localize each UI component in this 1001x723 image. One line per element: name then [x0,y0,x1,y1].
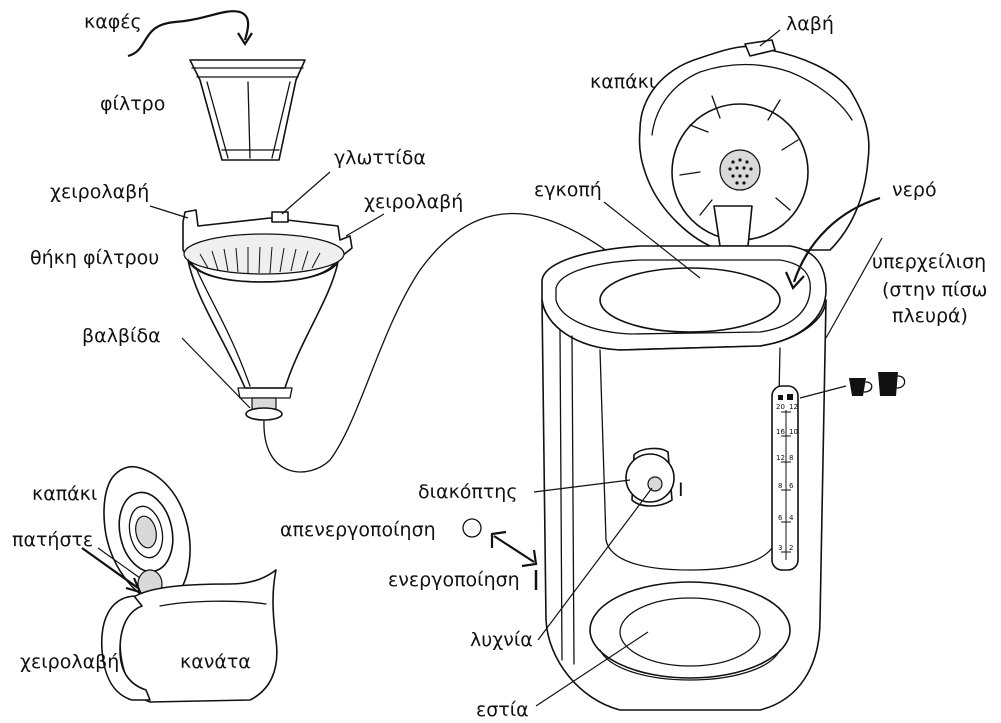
label-filter: φίλτρο [100,93,165,115]
label-coffee: καφές [84,11,142,33]
label-filter-handle-right: χειρολαβή [364,191,463,213]
press-arrow-head [125,577,142,594]
coffee-arrow-head [237,32,253,47]
scale-cups-left-4: 6 [778,514,783,522]
off-circle-icon [462,518,482,538]
label-off: απενεργοποίηση [280,519,436,541]
scale-cups-right-2: 8 [789,454,793,462]
scale-cups-left-5: 3 [778,544,782,552]
carafe-drawing [100,465,278,703]
callout-lines [97,29,883,707]
label-switch: διακόπτης [418,481,517,503]
coffee-maker-drawing: 20 16 12 8 6 3 12 10 8 6 4 2 [541,39,870,711]
label-overflow-3: πλευρά) [892,305,968,327]
label-water: νερό [892,179,937,201]
label-filter-holder: θήκη φίλτρου [30,247,159,269]
cup-icon-callout [799,385,847,399]
label-lid-top: καπάκι [590,71,655,93]
switch-double-arrow-head-a [490,530,507,548]
switch-double-arrow [493,535,535,563]
label-jug: κανάτα [180,651,251,673]
coffee-arrow [127,10,250,58]
label-notch: εγκοπή [534,179,602,201]
switch-mark: I [678,479,684,501]
switch-double-arrow-head-b [521,549,538,568]
scale-cups-left-2: 12 [776,454,785,462]
paper-filter-drawing [189,59,306,161]
label-valve: βαλβίδα [82,325,161,347]
label-jug-handle: χειρολαβή [20,651,119,673]
scale-cups-left-0: 20 [776,403,785,411]
scale-cups-left-3: 8 [778,482,782,490]
label-overflow-1: υπερχείλιση [872,251,986,273]
label-on: ενεργοποίηση [388,569,520,591]
scale-cups-right-5: 2 [789,544,793,552]
label-lamp: λυχνία [470,629,533,651]
label-filter-handle-left: χειρολαβή [50,181,149,203]
press-arrow [81,547,139,589]
label-hotplate: εστία [476,699,529,721]
scale-cups-right-3: 6 [789,482,794,490]
filter-holder-drawing [182,209,353,421]
scale-cups-right-1: 10 [789,428,798,436]
scale-cups-left-1: 16 [776,428,785,436]
label-handle-top: λαβή [786,13,834,35]
water-arrow [792,196,881,283]
label-press: πατήστε [12,529,93,551]
label-jug-lid: καπάκι [32,483,97,505]
label-tab: γλωττίδα [334,147,426,169]
scale-cups-right-4: 4 [789,514,794,522]
large-mug-icon [878,372,906,396]
scale-cups-right-0: 12 [789,403,798,411]
small-cup-icon [849,378,873,396]
label-overflow-2: (στην πίσω [882,279,987,301]
water-arrow-head [784,271,805,290]
